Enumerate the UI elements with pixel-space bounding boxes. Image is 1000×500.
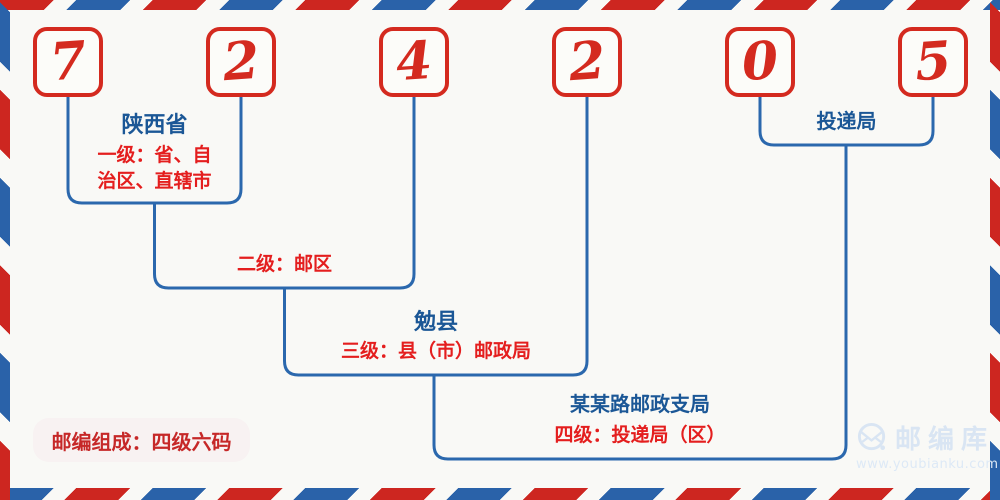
- level-1-name: 陕西省: [121, 113, 188, 138]
- digit-1: 7: [47, 29, 89, 94]
- level-3-desc: 三级：县（市）邮政局: [340, 340, 531, 362]
- level-5-label: 投递局: [760, 108, 933, 134]
- level-3-label: 勉县 三级：县（市）邮政局: [285, 308, 587, 365]
- digit-box-5: 0: [725, 27, 795, 97]
- level-4-name: 某某路邮政支局: [570, 392, 710, 416]
- level-1-desc-line-1: 一级：省、自: [97, 144, 212, 166]
- airmail-stripe-border-bottom: [0, 488, 1000, 500]
- level-4-desc: 四级：投递局（区）: [554, 424, 726, 446]
- site-watermark: 邮编库 www.youbianku.com: [856, 419, 1000, 472]
- composition-note-text: 邮编组成：四级六码: [51, 429, 232, 454]
- digit-box-3: 4: [379, 27, 449, 97]
- digit-5: 0: [739, 29, 781, 94]
- digit-3: 4: [393, 29, 435, 94]
- digit-box-4: 2: [552, 27, 622, 97]
- watermark-brand: 邮编库: [895, 425, 995, 455]
- digit-box-2: 2: [206, 27, 276, 97]
- envelope-magnifier-icon: [856, 421, 889, 454]
- level-5-name: 投递局: [816, 109, 877, 133]
- level-2-desc: 二级：邮区: [236, 253, 332, 275]
- digit-4: 2: [566, 29, 608, 94]
- level-1-label: 陕西省 一级：省、自 治区、直辖市: [68, 112, 241, 194]
- digit-2: 2: [220, 29, 262, 94]
- watermark-url: www.youbianku.com: [856, 457, 999, 472]
- airmail-stripe-border-top: [0, 0, 1000, 10]
- digit-box-1: 7: [33, 27, 103, 97]
- level-2-label: 二级：邮区: [155, 251, 414, 278]
- airmail-stripe-border-right: [990, 0, 1000, 500]
- airmail-stripe-border-left: [0, 0, 10, 500]
- level-4-label: 某某路邮政支局 四级：投递局（区）: [434, 390, 846, 450]
- level-3-name: 勉县: [413, 310, 458, 335]
- digit-6: 5: [912, 29, 954, 94]
- level-1-desc-line-2: 治区、直辖市: [97, 170, 212, 192]
- digit-box-6: 5: [898, 27, 968, 97]
- composition-note-pill: 邮编组成：四级六码: [33, 418, 250, 462]
